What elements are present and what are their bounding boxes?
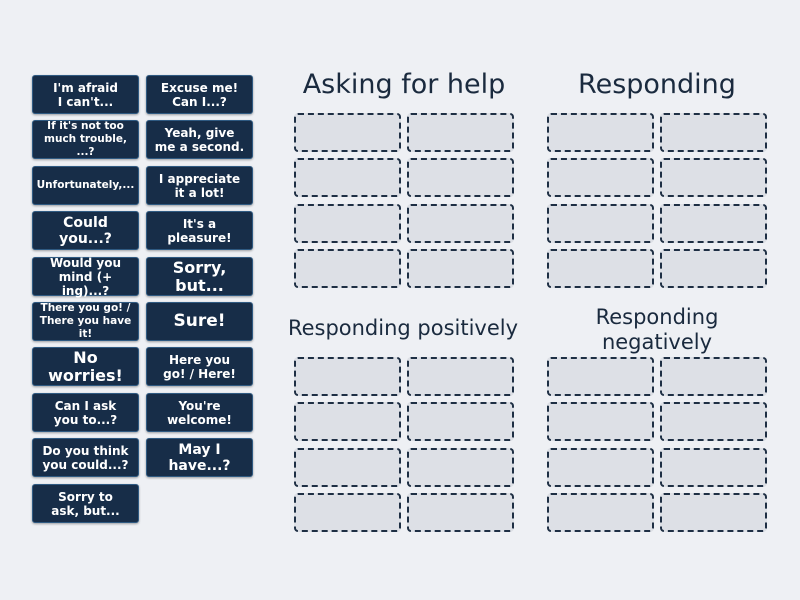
drop-slot-positive-4[interactable] bbox=[407, 402, 514, 441]
drop-slot-negative-1[interactable] bbox=[547, 357, 654, 396]
drop-slot-positive-7[interactable] bbox=[294, 493, 401, 532]
card-would-you-mind[interactable]: Would you mind (+ ing)...? bbox=[32, 256, 139, 298]
drop-slot-responding-6[interactable] bbox=[660, 204, 767, 243]
card-sure[interactable]: Sure! bbox=[146, 302, 253, 341]
card-sorry-to-ask-but[interactable]: Sorry to ask, but... bbox=[32, 484, 139, 523]
drop-slot-positive-6[interactable] bbox=[407, 448, 514, 487]
drop-slot-negative-7[interactable] bbox=[547, 493, 654, 532]
card-if-its-not-too-much-trouble[interactable]: If it's not too much trouble, ...? bbox=[32, 120, 139, 159]
drop-slot-asking-5[interactable] bbox=[294, 204, 401, 243]
drop-slot-responding-5[interactable] bbox=[547, 204, 654, 243]
card-there-you-go[interactable]: There you go! / There you have it! bbox=[32, 302, 139, 341]
card-excuse-me-can-i[interactable]: Excuse me! Can I...? bbox=[146, 75, 253, 114]
drop-slot-responding-4[interactable] bbox=[660, 158, 767, 197]
group-title-asking-for-help: Asking for help bbox=[302, 69, 506, 100]
drop-slot-responding-1[interactable] bbox=[547, 113, 654, 152]
drop-slot-asking-3[interactable] bbox=[294, 158, 401, 197]
drop-slot-negative-2[interactable] bbox=[660, 357, 767, 396]
drop-slot-responding-8[interactable] bbox=[660, 249, 767, 288]
card-its-a-pleasure[interactable]: It's a pleasure! bbox=[146, 211, 253, 250]
drop-slot-positive-3[interactable] bbox=[294, 402, 401, 441]
card-can-i-ask-you-to[interactable]: Can I ask you to...? bbox=[32, 393, 139, 432]
card-do-you-think-you-could[interactable]: Do you think you could...? bbox=[32, 438, 139, 477]
drop-slot-negative-6[interactable] bbox=[660, 448, 767, 487]
drop-slot-responding-2[interactable] bbox=[660, 113, 767, 152]
group-title-responding: Responding bbox=[578, 69, 736, 100]
drop-slot-negative-8[interactable] bbox=[660, 493, 767, 532]
drop-slot-positive-5[interactable] bbox=[294, 448, 401, 487]
drop-slot-asking-6[interactable] bbox=[407, 204, 514, 243]
card-im-afraid-i-cant[interactable]: I'm afraid I can't... bbox=[32, 75, 139, 114]
drop-slot-asking-8[interactable] bbox=[407, 249, 514, 288]
card-unfortunately[interactable]: Unfortunately,... bbox=[32, 166, 139, 205]
drop-slot-asking-7[interactable] bbox=[294, 249, 401, 288]
drop-slot-negative-4[interactable] bbox=[660, 402, 767, 441]
drop-slot-negative-3[interactable] bbox=[547, 402, 654, 441]
drop-slot-responding-7[interactable] bbox=[547, 249, 654, 288]
card-yeah-give-me-a-second[interactable]: Yeah, give me a second. bbox=[146, 120, 253, 159]
group-title-responding-negatively: Responding negatively bbox=[595, 305, 719, 354]
drop-slot-asking-1[interactable] bbox=[294, 113, 401, 152]
drop-slot-negative-5[interactable] bbox=[547, 448, 654, 487]
drop-slot-responding-3[interactable] bbox=[547, 158, 654, 197]
group-title-responding-positively: Responding positively bbox=[287, 316, 519, 340]
card-sorry-but[interactable]: Sorry, but... bbox=[146, 257, 253, 296]
drop-slot-positive-1[interactable] bbox=[294, 357, 401, 396]
card-no-worries[interactable]: No worries! bbox=[32, 347, 139, 386]
card-i-appreciate-it-a-lot[interactable]: I appreciate it a lot! bbox=[146, 166, 253, 205]
card-here-you-go[interactable]: Here you go! / Here! bbox=[146, 347, 253, 386]
drop-slot-positive-8[interactable] bbox=[407, 493, 514, 532]
drop-slot-asking-4[interactable] bbox=[407, 158, 514, 197]
card-youre-welcome[interactable]: You're welcome! bbox=[146, 393, 253, 432]
drop-slot-asking-2[interactable] bbox=[407, 113, 514, 152]
card-could-you[interactable]: Could you...? bbox=[32, 211, 139, 250]
card-may-i-have[interactable]: May I have...? bbox=[146, 438, 253, 477]
drop-slot-positive-2[interactable] bbox=[407, 357, 514, 396]
